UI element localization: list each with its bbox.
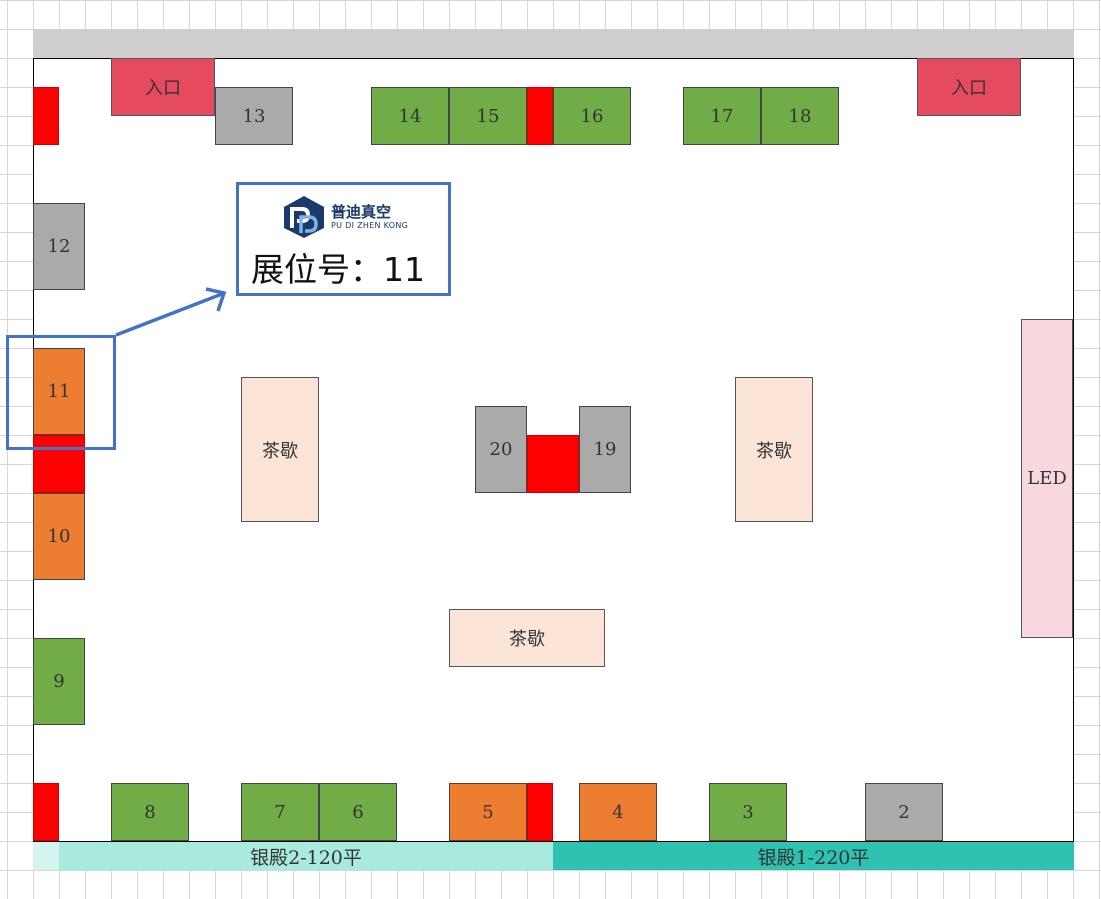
booth-8: 8 (111, 783, 189, 841)
hall-bar-edge (33, 842, 59, 870)
booth-12: 12 (33, 203, 85, 290)
booth-16: 16 (553, 87, 631, 145)
entrance-right: 入口 (917, 58, 1021, 116)
red-block-bottom-left (33, 783, 59, 841)
red-block-bottom-middle (527, 783, 553, 841)
booth-9: 9 (33, 638, 85, 725)
entrance-left: 入口 (111, 58, 215, 116)
booth-18: 18 (761, 87, 839, 145)
red-block-top-left (33, 87, 59, 145)
booth-10: 10 (33, 493, 85, 580)
hall-2-label: 银殿2-120平 (59, 842, 553, 870)
booth-callout: 普迪真空 PU DI ZHEN KONG 展位号：11 (236, 182, 451, 296)
booth-2: 2 (865, 783, 943, 841)
tea-break-left: 茶歇 (241, 377, 319, 522)
booth-15: 15 (449, 87, 527, 145)
red-block-top-middle (527, 87, 553, 145)
booth-3: 3 (709, 783, 787, 841)
booth-5: 5 (449, 783, 527, 841)
red-block-center (527, 435, 579, 493)
booth-number-label: 展位号：11 (251, 250, 425, 289)
booth-4: 4 (579, 783, 657, 841)
booth-11: 11 (33, 348, 85, 435)
logo-chinese-text: 普迪真空 (331, 202, 392, 221)
booth-highlight-box (6, 335, 116, 450)
tea-break-right: 茶歇 (735, 377, 813, 522)
company-logo: 普迪真空 PU DI ZHEN KONG (283, 195, 408, 239)
tea-break-bottom: 茶歇 (449, 609, 605, 667)
booth-20: 20 (475, 406, 527, 493)
hall-1-label: 银殿1-220平 (553, 842, 1074, 870)
booth-19: 19 (579, 406, 631, 493)
red-block-left-middle (33, 435, 85, 493)
logo-icon (284, 196, 324, 238)
booth-14: 14 (371, 87, 449, 145)
logo-english-text: PU DI ZHEN KONG (331, 220, 409, 230)
booth-7: 7 (241, 783, 319, 841)
top-band (33, 29, 1074, 58)
led-screen: LED (1021, 319, 1073, 638)
booth-13: 13 (215, 87, 293, 145)
booth-6: 6 (319, 783, 397, 841)
booth-17: 17 (683, 87, 761, 145)
